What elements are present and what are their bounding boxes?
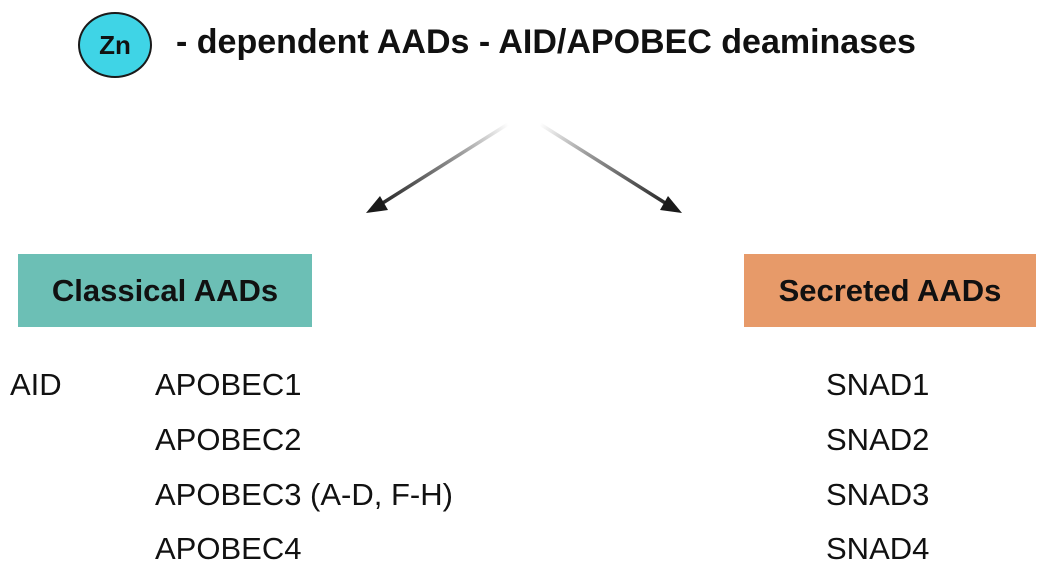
left-arrow-line: [377, 122, 509, 208]
secreted-aads-box: Secreted AADs: [744, 254, 1036, 327]
classical-aads-box: Classical AADs: [18, 254, 312, 327]
secreted-member: SNAD4: [826, 531, 930, 566]
classical-member: APOBEC4: [155, 531, 302, 566]
classical-member: APOBEC2: [155, 422, 302, 457]
secreted-aads-label: Secreted AADs: [778, 272, 1002, 308]
zinc-badge-label: Zn: [99, 29, 131, 60]
zinc-badge: Zn: [78, 12, 152, 78]
aid-label: AID: [10, 367, 62, 402]
classical-member: APOBEC1: [155, 367, 302, 402]
diagram-title: - dependent AADs - AID/APOBEC deaminases: [176, 23, 916, 61]
left-arrowhead: [366, 196, 388, 213]
secreted-member: SNAD3: [826, 477, 930, 512]
classical-aads-label: Classical AADs: [51, 272, 279, 308]
classical-member: APOBEC3 (A-D, F-H): [155, 477, 453, 512]
right-arrow-line: [539, 122, 671, 208]
secreted-member: SNAD2: [826, 422, 930, 457]
secreted-member: SNAD1: [826, 367, 930, 402]
right-arrowhead: [660, 196, 682, 213]
